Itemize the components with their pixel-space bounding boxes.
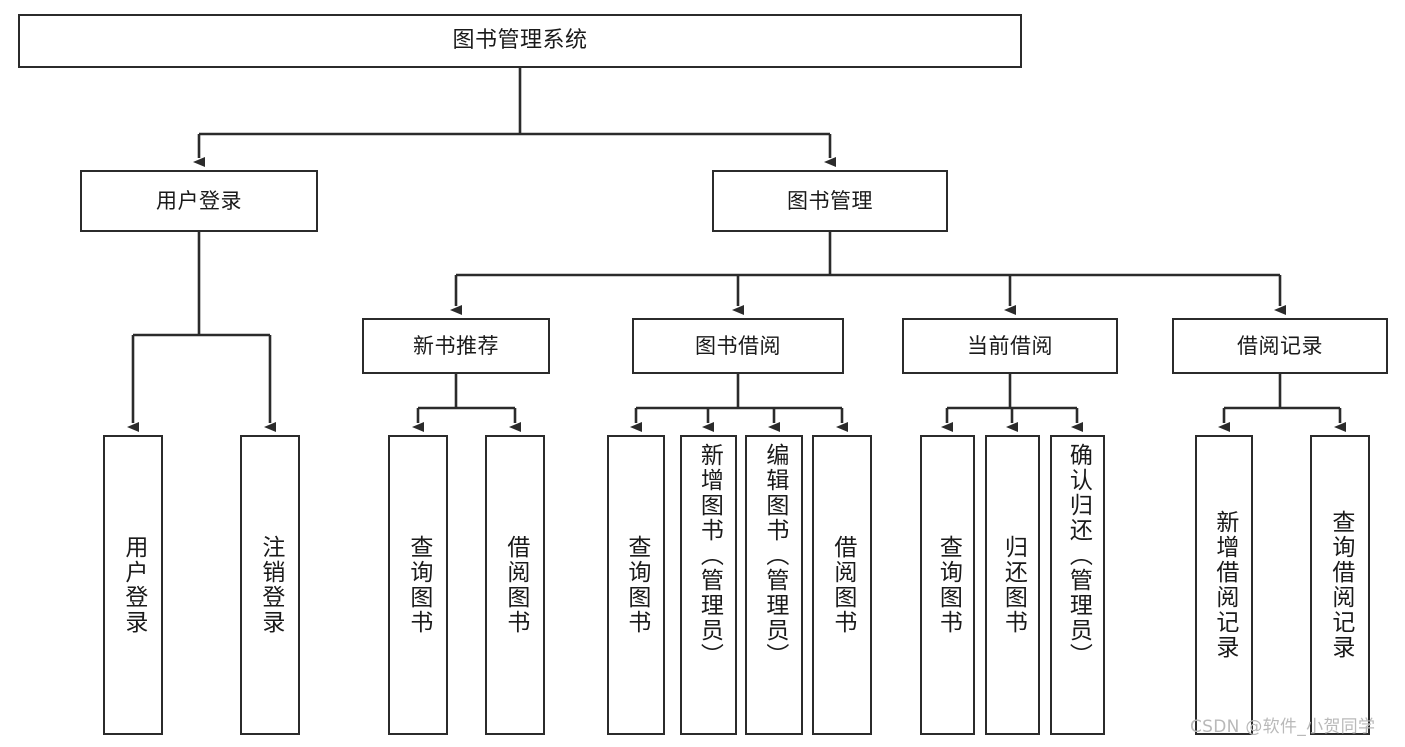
node-label: 新书推荐 <box>413 333 499 358</box>
node-leaf-logout-login[interactable]: 注销登录 <box>240 435 300 735</box>
node-leaf-confirm-return-admin[interactable]: 确认归还（管理员） <box>1050 435 1105 735</box>
node-label: 查询图书 <box>623 535 650 635</box>
node-leaf-query-book[interactable]: 查询图书 <box>607 435 665 735</box>
node-current-borrow[interactable]: 当前借阅 <box>902 318 1118 374</box>
node-label: 归还图书 <box>1000 535 1027 635</box>
node-label: 注销登录 <box>257 535 284 635</box>
node-leaf-query-book-current[interactable]: 查询图书 <box>920 435 975 735</box>
node-label: 图书管理 <box>787 188 873 213</box>
node-label: 借阅记录 <box>1237 333 1323 358</box>
node-label: 图书管理系统 <box>452 28 588 53</box>
node-new-book-recommend[interactable]: 新书推荐 <box>362 318 550 374</box>
node-leaf-user-login[interactable]: 用户登录 <box>103 435 163 735</box>
node-label: 查询图书 <box>405 535 432 635</box>
node-label: 借阅图书 <box>502 535 529 635</box>
node-label: 确认归还（管理员） <box>1065 443 1092 668</box>
node-label: 新增图书（管理员） <box>696 443 723 668</box>
node-leaf-query-book-recommend[interactable]: 查询图书 <box>388 435 448 735</box>
node-label: 用户登录 <box>120 535 147 635</box>
node-label: 图书借阅 <box>695 333 781 358</box>
node-leaf-borrow-book-recommend[interactable]: 借阅图书 <box>485 435 545 735</box>
node-book-manage[interactable]: 图书管理 <box>712 170 948 232</box>
node-leaf-add-book-admin[interactable]: 新增图书（管理员） <box>680 435 737 735</box>
node-label: 编辑图书（管理员） <box>761 443 788 668</box>
node-leaf-add-borrow-record[interactable]: 新增借阅记录 <box>1195 435 1253 735</box>
node-root-system[interactable]: 图书管理系统 <box>18 14 1022 68</box>
node-leaf-query-borrow-record[interactable]: 查询借阅记录 <box>1310 435 1370 735</box>
node-borrow-record[interactable]: 借阅记录 <box>1172 318 1388 374</box>
watermark-text: CSDN @软件_小贺同学 <box>1190 717 1376 737</box>
node-label: 借阅图书 <box>829 535 856 635</box>
node-leaf-borrow-book[interactable]: 借阅图书 <box>812 435 872 735</box>
node-book-borrow[interactable]: 图书借阅 <box>632 318 844 374</box>
node-label: 查询借阅记录 <box>1327 510 1354 660</box>
node-label: 当前借阅 <box>967 333 1053 358</box>
node-user-login[interactable]: 用户登录 <box>80 170 318 232</box>
node-label: 查询图书 <box>935 535 962 635</box>
node-leaf-edit-book-admin[interactable]: 编辑图书（管理员） <box>745 435 803 735</box>
node-label: 新增借阅记录 <box>1211 510 1238 660</box>
node-label: 用户登录 <box>156 188 242 213</box>
node-leaf-return-book[interactable]: 归还图书 <box>985 435 1040 735</box>
